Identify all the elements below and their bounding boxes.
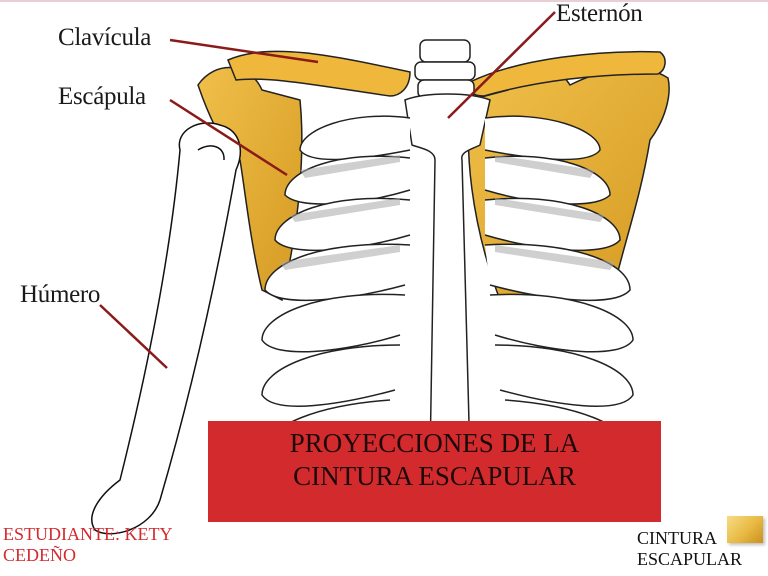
vertebra: [414, 39, 476, 99]
rib-shading: [280, 155, 615, 270]
student-line-2: CEDEÑO: [3, 545, 76, 565]
label-humero: Húmero: [20, 281, 101, 308]
pointer-lines: [99, 11, 556, 369]
humerus: [91, 122, 241, 535]
student-line-1: ESTUDIANTE: KETY: [3, 524, 173, 544]
label-escapula: Escápula: [58, 83, 146, 110]
top-border: [0, 0, 768, 2]
clavicle-right: [468, 50, 666, 97]
student-name: ESTUDIANTE: KETY CEDEÑO: [3, 524, 172, 566]
subject-line-1: CINTURA: [637, 528, 717, 548]
slide-title: PROYECCIONES DE LA CINTURA ESCAPULAR: [208, 427, 661, 493]
slide-title-line-1: PROYECCIONES DE LA: [289, 428, 580, 458]
label-clavicula: Clavícula: [58, 24, 152, 51]
subject-line-2: ESCAPULAR: [637, 549, 743, 569]
clavicle-left: [227, 50, 411, 97]
title-box: PROYECCIONES DE LA CINTURA ESCAPULAR: [208, 421, 661, 522]
subject-footer: CINTURA ESCAPULAR: [637, 528, 742, 570]
gold-square-decoration: [727, 516, 763, 543]
label-esternon: Esternón: [556, 0, 643, 27]
slide-title-line-2: CINTURA ESCAPULAR: [293, 461, 576, 491]
